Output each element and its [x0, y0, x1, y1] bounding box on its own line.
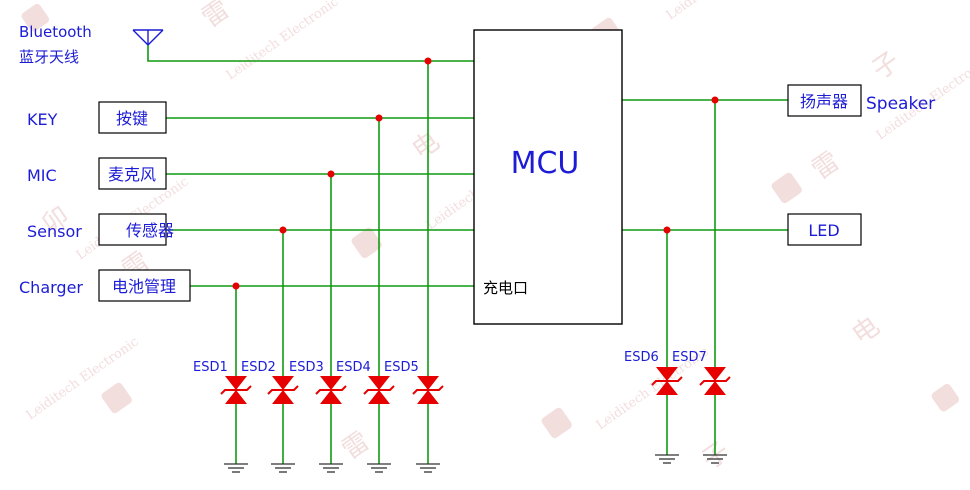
watermark-logo — [771, 172, 802, 204]
mcu-title: MCU — [511, 146, 580, 181]
watermark-char: 雷 — [337, 426, 376, 465]
watermark-logo — [101, 382, 132, 414]
ground-icon — [416, 463, 440, 473]
charge-port-label: 充电口 — [483, 279, 528, 297]
watermark-char: 电 — [407, 126, 446, 165]
ground-icon — [655, 454, 679, 464]
esd-label: ESD2 — [241, 360, 276, 375]
speaker-label: Speaker — [866, 94, 935, 114]
led-box: LED — [787, 213, 862, 246]
esd-label: ESD3 — [289, 360, 324, 375]
watermark-char: 雷 — [197, 0, 236, 34]
ground-icon — [271, 463, 295, 473]
junctions — [232, 57, 719, 290]
esd-diode-icon — [412, 376, 444, 404]
esd-labels: ESD1 ESD2 ESD3 ESD4 ESD5 ESD6 ESD7 — [193, 350, 707, 375]
esd-label: ESD7 — [672, 350, 707, 365]
watermark-char: 电 — [847, 311, 886, 350]
junction-dot — [327, 170, 335, 178]
charger-box: 电池管理 — [98, 269, 191, 302]
ground-icon — [703, 454, 727, 464]
esd-diode-icon — [699, 367, 731, 395]
junction-dot — [279, 226, 287, 234]
sensor-label: Sensor — [27, 222, 82, 241]
esd-label: ESD1 — [193, 360, 228, 375]
ground-icon — [319, 463, 343, 473]
charger-label: Charger — [19, 278, 83, 297]
bluetooth-wire — [147, 45, 474, 62]
watermark-logo — [21, 3, 50, 32]
watermark-logo — [541, 407, 572, 439]
junction-dot — [711, 96, 719, 104]
esd-diode-icon — [651, 367, 683, 395]
esd-label: ESD5 — [384, 360, 419, 375]
ground-icon — [367, 463, 391, 473]
bluetooth-antenna-label: 蓝牙天线 — [19, 48, 79, 66]
watermark-logo — [931, 383, 960, 412]
watermark-logo — [351, 227, 382, 259]
esd-diodes — [220, 367, 731, 404]
key-box-label: 按键 — [116, 109, 148, 128]
esd-label: ESD6 — [624, 350, 659, 365]
key-label: KEY — [27, 110, 58, 129]
wires — [147, 45, 788, 464]
speaker-box: 扬声器 — [787, 84, 862, 117]
speaker-box-label: 扬声器 — [800, 92, 848, 111]
esd-diode-icon — [315, 376, 347, 404]
esd-label: ESD4 — [336, 360, 371, 375]
mic-box-label: 麦克风 — [108, 165, 156, 184]
ground-symbols — [224, 454, 727, 473]
mcu-block — [473, 29, 623, 325]
watermark-text: Leiditech Electronic — [24, 334, 142, 423]
junction-dot — [232, 282, 240, 290]
esd-diode-icon — [267, 376, 299, 404]
charger-box-label: 电池管理 — [112, 277, 176, 296]
mic-box: 麦克风 — [98, 157, 167, 190]
sensor-box-label: 传感器 — [126, 221, 174, 240]
esd-diode-icon — [220, 376, 252, 404]
bluetooth-label: Bluetooth — [19, 23, 92, 41]
esd-diode-icon — [363, 376, 395, 404]
junction-dot — [375, 114, 383, 122]
junction-dot — [663, 226, 671, 234]
watermark-char: 子 — [867, 46, 906, 85]
watermark-char: 子 — [697, 436, 736, 475]
junction-dot — [424, 57, 432, 65]
mic-label: MIC — [27, 166, 57, 185]
watermark-text: Leiditech Electronic — [664, 0, 782, 23]
ground-icon — [224, 463, 248, 473]
sensor-box: 传感器 — [98, 213, 174, 246]
antenna-icon — [132, 29, 164, 46]
watermark-char: 雷 — [807, 146, 846, 185]
watermark-text: Leiditech Electronic — [224, 0, 342, 83]
led-box-label: LED — [808, 221, 839, 240]
key-box: 按键 — [98, 101, 167, 134]
